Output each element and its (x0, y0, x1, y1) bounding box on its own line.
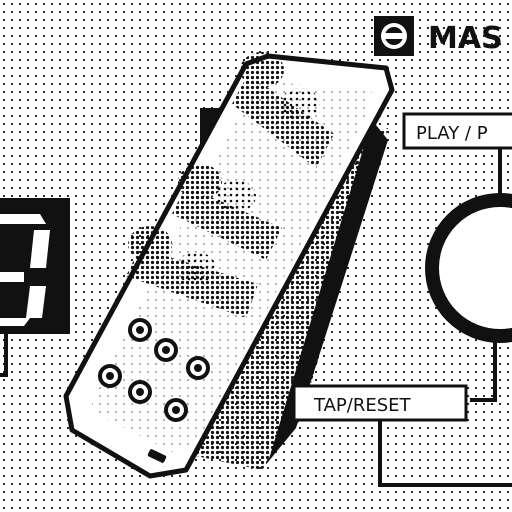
jack-centers (106, 326, 202, 414)
brand-logo: MAS (374, 16, 503, 56)
knob-row-3 (126, 226, 258, 318)
seven-segment-display (0, 198, 70, 334)
brand-name: MAS (428, 21, 503, 56)
large-ring (425, 193, 512, 343)
tap-reset-label: TAP/RESET (292, 384, 468, 422)
device-shadow (196, 120, 388, 470)
status-led-icon (147, 449, 167, 463)
tap-reset-text: TAP/RESET (313, 395, 412, 416)
play-pause-text: PLAY / P (416, 123, 488, 144)
play-pause-label: PLAY / P (402, 112, 512, 150)
knob-row-1 (232, 52, 334, 168)
knob-row-2 (172, 164, 282, 260)
